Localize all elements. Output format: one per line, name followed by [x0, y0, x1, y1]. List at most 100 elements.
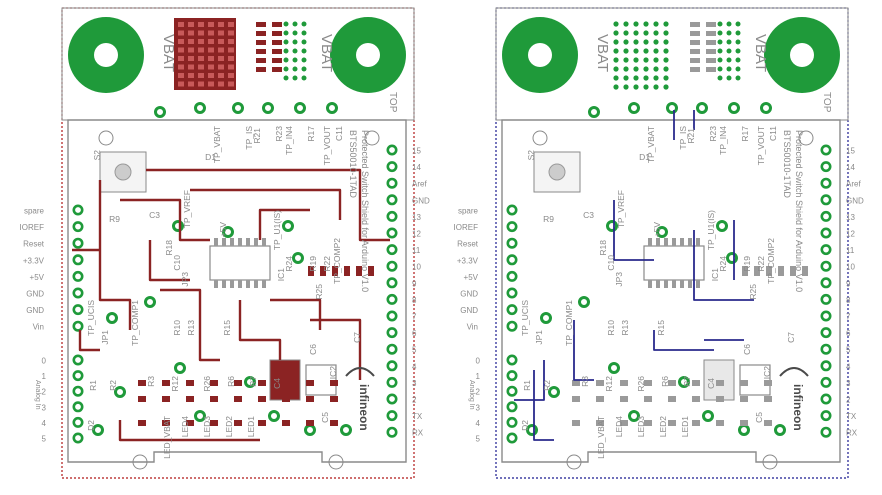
smd-led — [258, 420, 266, 426]
header-label: GND — [846, 196, 864, 205]
via — [198, 22, 204, 27]
header-pin — [72, 221, 84, 233]
header-pin — [820, 327, 832, 339]
via — [613, 66, 619, 72]
via — [188, 22, 194, 27]
component-label: R10 — [172, 320, 182, 336]
test-point — [174, 362, 186, 374]
test-point — [294, 102, 306, 114]
header-pin — [386, 194, 398, 206]
component-label: R17 — [740, 126, 750, 142]
component-label: R2 — [542, 380, 552, 391]
via — [218, 81, 224, 87]
vbat-label: VBAT — [318, 34, 335, 72]
header-pin — [506, 270, 518, 282]
smd-led — [306, 420, 314, 426]
analog-in-label: Analog In — [468, 380, 475, 410]
via — [643, 30, 649, 36]
terminal-hole — [94, 43, 118, 67]
smd-resistor — [330, 380, 338, 386]
test-point — [340, 424, 352, 436]
test-point — [106, 312, 118, 324]
component-label: R19 — [742, 256, 752, 272]
header-pin — [386, 426, 398, 438]
component-label: C7 — [352, 332, 362, 343]
smd-led — [596, 420, 604, 426]
header-pin — [72, 370, 84, 382]
smd-pad — [690, 40, 700, 45]
smd-resistor — [186, 396, 194, 402]
header-pin — [72, 354, 84, 366]
header-pin — [72, 237, 84, 249]
smd-pad — [272, 31, 282, 36]
component-label: R9 — [543, 214, 554, 224]
component-label: R12 — [170, 376, 180, 392]
via — [301, 21, 307, 27]
header-pin — [386, 360, 398, 372]
smd-resistor — [368, 266, 374, 276]
smd-pad — [272, 58, 282, 63]
smd-pad — [690, 22, 700, 27]
via — [643, 66, 649, 72]
via — [653, 66, 659, 72]
via — [283, 48, 289, 54]
header-label: 15 — [412, 147, 421, 156]
logo-swoosh — [345, 367, 375, 377]
via — [613, 75, 619, 81]
copper-trace — [146, 168, 390, 242]
component-label: TP_COMP2 — [332, 238, 342, 284]
via — [633, 39, 639, 45]
component-label: R15 — [222, 320, 232, 336]
copper-trace — [190, 188, 342, 220]
header-pin — [72, 320, 84, 332]
via — [178, 64, 184, 70]
via — [653, 21, 659, 27]
component-label: TP_VREF — [182, 190, 192, 228]
smd-pad — [706, 22, 716, 27]
smd-resistor — [596, 380, 604, 386]
copper-trace — [120, 198, 210, 242]
infineon-logo: infineon — [357, 384, 371, 431]
header-label: Reset — [457, 240, 479, 249]
header-pin — [386, 244, 398, 256]
smd-led — [572, 420, 580, 426]
via — [301, 66, 307, 72]
ic-pin — [230, 280, 234, 288]
header-pin — [506, 401, 518, 413]
header-label: 15 — [846, 147, 855, 156]
smd-led — [162, 420, 170, 426]
smd-pad — [706, 58, 716, 63]
component-label: TP_IN4 — [284, 126, 294, 155]
header-pin — [820, 244, 832, 256]
smd-led — [186, 420, 194, 426]
via — [623, 75, 629, 81]
component-label: S2 — [92, 150, 102, 161]
test-point — [194, 102, 206, 114]
via — [623, 21, 629, 27]
header-pin — [72, 401, 84, 413]
smd-led — [282, 420, 290, 426]
via — [208, 56, 214, 61]
smd-resistor — [692, 380, 700, 386]
top-label: TOP — [821, 92, 832, 113]
smd-resistor — [766, 266, 772, 276]
ic-pin — [664, 280, 668, 288]
smd-resistor — [308, 266, 314, 276]
copper-trace — [160, 288, 220, 362]
header-label: 8 — [412, 296, 417, 305]
header-label: RX — [412, 429, 424, 438]
copper-trace — [693, 230, 754, 301]
component-label: LED2 — [224, 416, 234, 438]
via — [208, 81, 214, 87]
analog-in-label: Analog In — [34, 380, 41, 410]
via — [643, 84, 649, 90]
copper-trace — [573, 320, 594, 381]
header-pin — [386, 343, 398, 355]
header-pin — [506, 237, 518, 249]
header-label: 8 — [846, 296, 851, 305]
component-label: IC2 — [762, 366, 772, 380]
ic-pin — [262, 238, 266, 246]
via — [198, 73, 204, 78]
board-subtitle: BTS50010-1TAD — [348, 130, 358, 198]
via — [726, 57, 732, 63]
